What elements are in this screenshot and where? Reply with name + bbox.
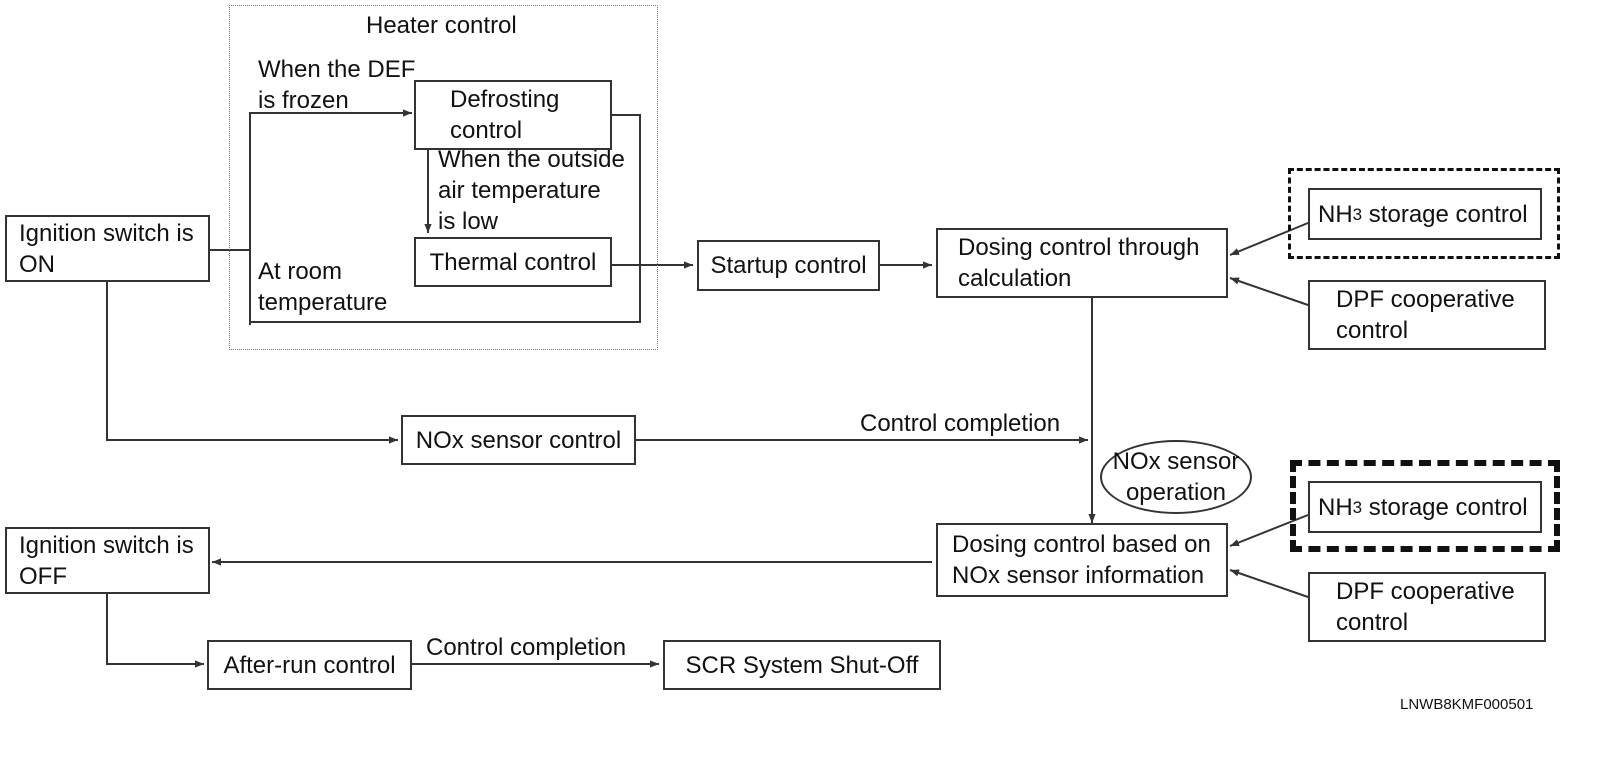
defrosting-control-box: Defrosting control [414,80,612,150]
dpf-cooperative-2-box: DPF cooperative control [1308,572,1546,642]
nh3-storage-1-dashed-frame [1288,168,1560,259]
label-def-frozen: When the DEF is frozen [258,56,416,114]
edge-ignition-off-to-after-run [106,594,204,668]
heater-control-group [229,5,658,350]
edge-room-temp [250,265,641,323]
edge-dpf-2-to-dosing [1229,569,1309,598]
edge-dpf-1-to-dosing [1229,277,1309,306]
ignition-off-box: Ignition switch is OFF [5,527,210,594]
label-outside-air-low: When the outside air temperature is low [438,146,625,235]
dosing-nox-info-box: Dosing control based on NOx sensor infor… [936,523,1228,597]
nh3-storage-2-suffix: storage control [1362,493,1528,521]
figure-code: LNWB8KMF000501 [1400,696,1534,713]
label-room-temperature: At room temperature [258,258,388,316]
nh3-storage-1-prefix: NH [1318,200,1353,228]
dpf-cooperative-1-box: DPF cooperative control [1308,280,1546,350]
edge-nh3-1-to-dosing [1229,222,1309,256]
nox-sensor-control-box: NOx sensor control [401,415,636,465]
nh3-storage-2-subscript: 3 [1352,497,1363,517]
dosing-calculation-box: Dosing control through calculation [936,228,1228,298]
nh3-storage-2-prefix: NH [1318,493,1353,521]
nh3-storage-1-suffix: storage control [1362,200,1528,228]
label-control-completion-after-run: Control completion [426,634,627,661]
edge-def-frozen [249,109,412,325]
edge-ignition-to-nox-sensor [106,282,398,444]
nox-sensor-operation-ellipse: NOx sensor operation [1100,440,1252,514]
ignition-on-box: Ignition switch is ON [5,215,210,282]
startup-control-box: Startup control [697,240,880,291]
heater-control-title: Heater control [366,12,517,39]
after-run-control-box: After-run control [207,640,412,690]
edge-defrost-exit [612,114,641,265]
scr-shutoff-box: SCR System Shut-Off [663,640,941,690]
nh3-storage-2-dashed-frame [1290,460,1560,552]
thermal-control-box: Thermal control [414,237,612,287]
nh3-storage-1-subscript: 3 [1352,204,1363,224]
label-control-completion-nox: Control completion [860,410,1061,437]
